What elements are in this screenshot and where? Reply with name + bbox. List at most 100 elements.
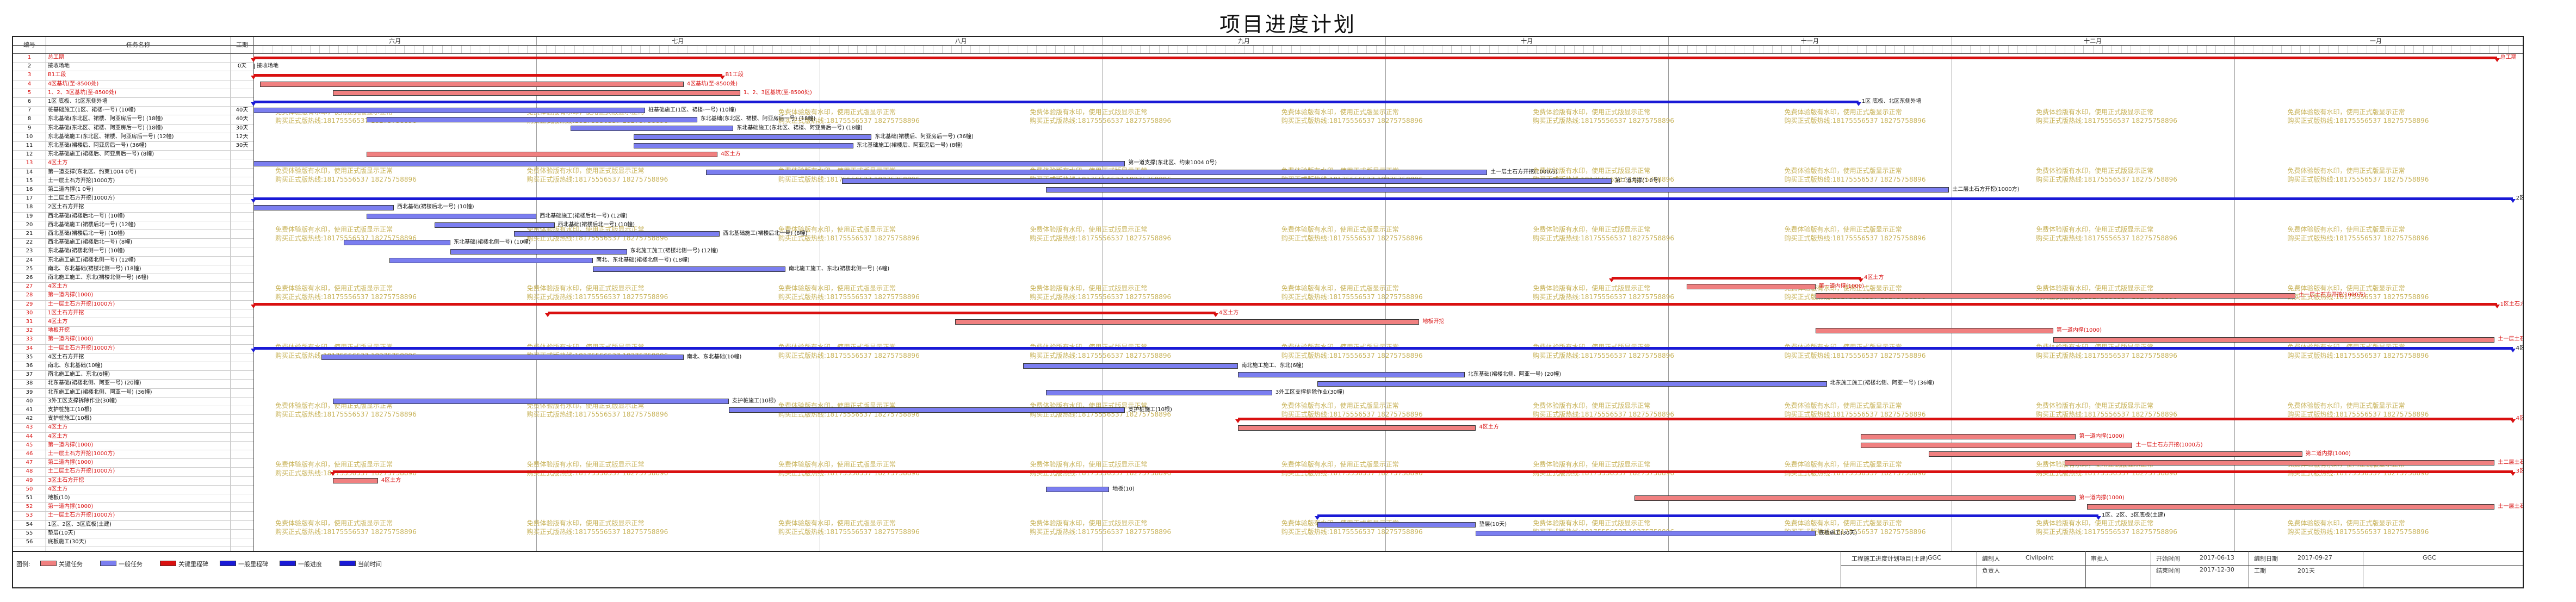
gantt-bar[interactable] (1612, 276, 1861, 280)
month-divider (1385, 37, 1386, 551)
gantt-bar[interactable] (1634, 495, 2076, 501)
gantt-bar[interactable] (2064, 460, 2495, 466)
task-number: 25 (26, 265, 33, 272)
gantt-bar[interactable] (955, 319, 1420, 325)
gantt-bar[interactable] (842, 178, 1612, 184)
gantt-bar[interactable] (253, 347, 2513, 350)
gantt-bar[interactable] (1861, 433, 2076, 439)
header-day-tick (2027, 45, 2036, 53)
header-day-tick (253, 45, 263, 53)
header-day-tick (791, 45, 800, 53)
gantt-bar[interactable] (332, 398, 729, 404)
bar-label: 底板施工(30天) (1818, 530, 1857, 536)
header-day-tick (1781, 45, 1791, 53)
header-month: 十一月 (1800, 38, 1819, 45)
task-name: 南北施工施工、东北(6幢) (48, 371, 110, 378)
bar-label: 3外工区支撑拆除作业(30幢) (1275, 389, 1345, 395)
gantt-bar[interactable] (2087, 504, 2495, 510)
gantt-bar[interactable] (1045, 187, 1949, 193)
gantt-bar[interactable] (1928, 451, 2302, 457)
gantt-bar[interactable] (253, 64, 255, 70)
task-name: 土一层土石方开挖(1000方) (48, 177, 115, 184)
gantt-bar[interactable] (253, 56, 2497, 59)
task-number: 12 (26, 151, 33, 158)
task-duration (231, 538, 253, 547)
row-divider (13, 458, 253, 460)
gantt-bar[interactable] (253, 160, 1125, 166)
gantt-bar[interactable] (450, 249, 627, 255)
gantt-bar[interactable] (1476, 530, 1816, 536)
task-number: 2 (27, 63, 32, 70)
gantt-bar[interactable] (367, 213, 537, 219)
gantt-bar[interactable] (1317, 381, 1827, 387)
gantt-bar[interactable] (729, 407, 1125, 413)
gantt-bar[interactable] (1317, 522, 1476, 527)
task-duration (231, 282, 253, 291)
header-day-tick (498, 45, 508, 53)
row-divider (13, 97, 253, 98)
row-divider (13, 502, 253, 504)
header-day-tick (687, 45, 697, 53)
gantt-bar[interactable] (332, 470, 2513, 473)
gantt-bar[interactable] (2053, 337, 2495, 343)
gantt-bar[interactable] (1045, 486, 1110, 492)
task-number: 10 (26, 133, 33, 140)
gantt-bar[interactable] (1238, 425, 1476, 431)
gantt-bar[interactable] (253, 108, 646, 114)
task-number: 6 (27, 98, 32, 104)
gantt-bar[interactable] (1238, 417, 2513, 420)
info-checker-label: 审批人 (2091, 555, 2109, 563)
gantt-bar[interactable] (1861, 442, 2133, 448)
watermark-text: 免费体验版有水印，使用正式版显示正常购买正式版热线:18175556537 18… (2287, 226, 2429, 242)
header-day-tick (649, 45, 659, 53)
gantt-bar[interactable] (570, 125, 734, 131)
gantt-bar[interactable] (367, 116, 697, 122)
gantt-bar[interactable] (634, 143, 853, 149)
summary-end-marker (1858, 278, 1864, 282)
task-duration (231, 485, 253, 494)
gantt-bar[interactable] (367, 152, 718, 158)
header-day-tick (1442, 45, 1451, 53)
task-number: 23 (26, 248, 33, 255)
task-number: 33 (26, 336, 33, 343)
gantt-bar[interactable] (1815, 293, 2296, 299)
gantt-bar[interactable] (1023, 363, 1239, 369)
header-day-tick (1555, 45, 1564, 53)
summary-end-marker (330, 472, 336, 476)
gantt-bar[interactable] (548, 312, 1216, 315)
header-day-tick (1923, 45, 1932, 53)
gantt-bar[interactable] (253, 204, 394, 210)
task-name: 东北施工施工(裙楼北侧一号) (12幢) (48, 257, 136, 263)
gantt-bar[interactable] (1238, 372, 1465, 378)
gantt-bar[interactable] (706, 169, 1488, 175)
gantt-bar[interactable] (332, 477, 378, 483)
header-day-tick (1064, 45, 1074, 53)
gantt-bar[interactable] (593, 266, 786, 272)
gantt-bar[interactable] (344, 240, 451, 246)
summary-end-marker (251, 76, 256, 79)
gantt-bar[interactable] (1686, 284, 1816, 290)
gantt-bar[interactable] (389, 257, 593, 263)
bar-label: B1工段 (725, 72, 744, 78)
header-day-tick (715, 45, 725, 53)
gantt-bar[interactable] (1045, 389, 1272, 395)
gantt-bar[interactable] (253, 100, 1859, 103)
gantt-bar[interactable] (321, 354, 684, 360)
gantt-bar[interactable] (253, 197, 2513, 200)
row-divider (13, 344, 253, 345)
gantt-bar[interactable] (513, 231, 720, 237)
gantt-bar[interactable] (434, 222, 555, 228)
header-day-tick (1517, 45, 1527, 53)
task-duration (231, 203, 253, 212)
gantt-bar[interactable] (253, 303, 2497, 306)
gantt-bar[interactable] (1317, 514, 2098, 517)
gantt-bar[interactable] (1815, 328, 2053, 334)
task-number: 55 (26, 530, 33, 536)
task-duration (231, 185, 253, 194)
gantt-bar[interactable] (253, 74, 722, 77)
gantt-bar[interactable] (332, 90, 740, 96)
gantt-bar[interactable] (634, 134, 872, 140)
task-name: B1工段 (48, 72, 66, 78)
header-day-tick (1875, 45, 1885, 53)
gantt-bar[interactable] (260, 81, 684, 87)
